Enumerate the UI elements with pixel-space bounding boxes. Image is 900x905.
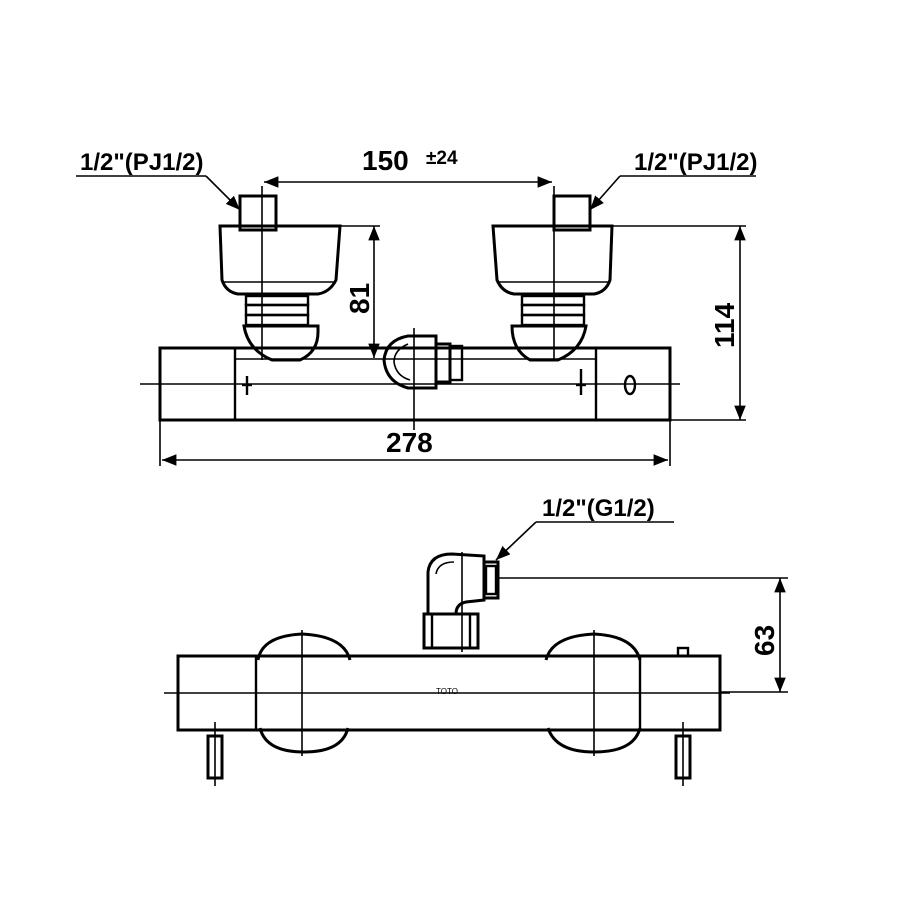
dim-81-value: 81 <box>344 283 375 314</box>
legs <box>206 722 692 786</box>
dim-114: 114 <box>612 225 746 421</box>
dim-278: 278 <box>159 420 671 466</box>
leader-outlet: 1/2"(G1/2) <box>495 495 674 561</box>
inlet-right <box>491 186 614 362</box>
dim-114-value: 114 <box>709 302 740 348</box>
outlet-label: 1/2"(G1/2) <box>542 495 655 522</box>
leader-inlet-right: 1/2"(PJ1/2) <box>589 149 757 211</box>
top-view: 150 ±24 81 114 278 1/2"(PJ1/2) 1/2 <box>76 145 757 466</box>
mixer-body <box>140 346 680 422</box>
outlet-elbow-front <box>422 552 500 652</box>
dim-63-value: 63 <box>749 625 780 656</box>
inlet-left <box>218 186 342 362</box>
dim-81: 81 <box>340 225 380 358</box>
leader-inlet-left: 1/2"(PJ1/2) <box>76 149 241 211</box>
dim-150-value: 150 <box>362 145 409 176</box>
dim-278-value: 278 <box>386 427 433 458</box>
inlet-left-label: 1/2"(PJ1/2) <box>80 149 203 176</box>
brand-mark: TOTO <box>436 687 458 696</box>
front-body: TOTO <box>164 646 730 732</box>
dim-150: 150 ±24 <box>264 145 552 188</box>
dim-150-tolerance: ±24 <box>426 148 458 169</box>
outlet-elbow-top <box>382 328 464 430</box>
inlet-right-label: 1/2"(PJ1/2) <box>634 149 757 176</box>
dim-63: 63 <box>498 577 788 693</box>
front-view: TOTO 63 1/2"(G1/2) <box>164 495 788 786</box>
